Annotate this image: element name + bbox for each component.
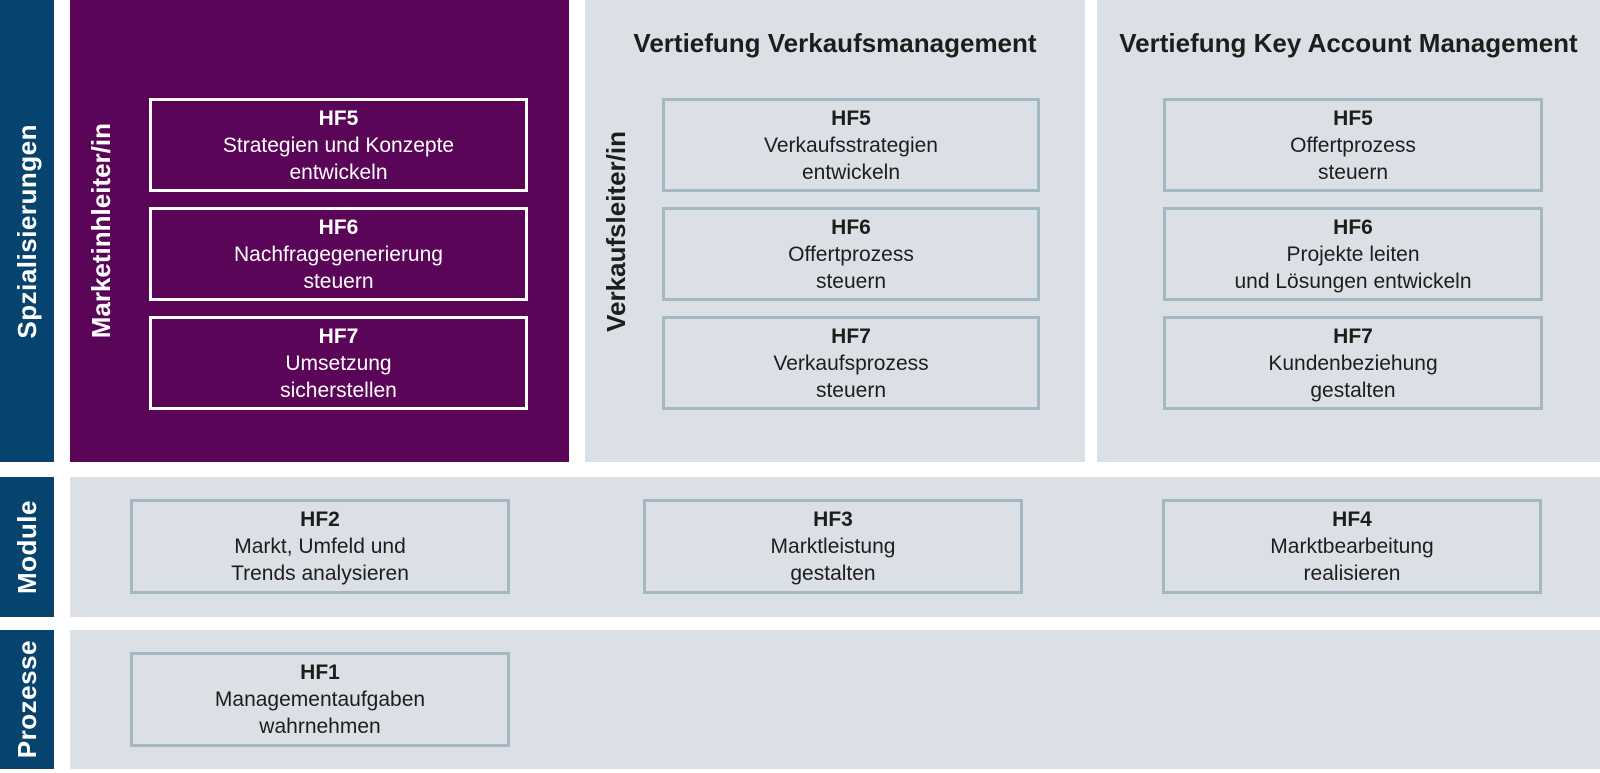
hf-text-line: Markt, Umfeld und (234, 535, 406, 558)
hf-box-hf2: HF2 Markt, Umfeld und Trends analysieren (130, 499, 510, 594)
panel-kam-specialization: Vertiefung Key Account Management HF5 Of… (1097, 0, 1600, 462)
hf-text-line: Managementaufgaben (214, 688, 426, 711)
hf-box-sales-hf5: HF5 Verkaufsstrategien entwickeln (662, 98, 1040, 192)
hf-code: HF4 (1332, 508, 1372, 531)
hf-text-line: sicherstellen (280, 378, 397, 402)
hf-code: HF5 (1333, 106, 1373, 130)
panel-sales-title: Vertiefung Verkaufsmanagement (633, 28, 1037, 58)
hf-text-line: Offertprozess (1290, 133, 1416, 157)
panel-modules-row: HF2 Markt, Umfeld und Trends analysieren… (70, 477, 1600, 617)
role-label-marketingleiter: Marketinhleiter/in (85, 123, 116, 339)
panel-marketing-specialization: Marketinhleiter/in HF5 Strategien und Ko… (70, 0, 569, 462)
hf-box-hf1: HF1 Managementaufgaben wahrnehmen (130, 652, 510, 747)
rail-modules-label: Module (11, 500, 42, 594)
panel-sales-specialization: Vertiefung Verkaufsmanagement Verkaufsle… (585, 0, 1085, 462)
rail-processes-label: Prozesse (11, 640, 42, 759)
hf-code: HF3 (813, 508, 853, 531)
hf-box-sales-hf6: HF6 Offertprozess steuern (662, 207, 1040, 301)
hf-text-line: steuern (815, 269, 887, 293)
hf-text-line: Marktbearbeitung (1270, 535, 1434, 558)
rail-modules: Module (0, 477, 54, 617)
hf-text-line: Projekte leiten (1286, 242, 1420, 266)
hf-text-line: entwickeln (289, 160, 388, 184)
hf-box-kam-hf5: HF5 Offertprozess steuern (1163, 98, 1543, 192)
role-rail-sales: Verkaufsleiter/in (595, 0, 637, 462)
hf-box-hf4: HF4 Marktbearbeitung realisieren (1162, 499, 1542, 594)
role-label-verkaufsleiter: Verkaufsleiter/in (600, 130, 631, 332)
hf-box-hf3: HF3 Marktleistung gestalten (643, 499, 1023, 594)
hf-box-sales-hf7: HF7 Verkaufsprozess steuern (662, 316, 1040, 410)
hf-text-line: steuern (1317, 160, 1389, 184)
hf-code: HF7 (318, 324, 359, 348)
hf-text-line: Trends analysieren (231, 562, 409, 585)
hf-text-line: steuern (303, 269, 374, 293)
hf-text-line: und Lösungen entwickeln (1234, 269, 1472, 293)
hf-text-line: gestalten (790, 562, 876, 585)
hf-box-marketing-hf5: HF5 Strategien und Konzepte entwickeln (149, 98, 528, 192)
hf-text-line: Marktleistung (770, 535, 896, 558)
hf-box-kam-hf7: HF7 Kundenbeziehung gestalten (1163, 316, 1543, 410)
hf-code: HF7 (831, 324, 871, 348)
role-rail-marketing: Marketinhleiter/in (80, 0, 122, 462)
hf-code: HF2 (300, 508, 340, 531)
hf-text-line: gestalten (1310, 378, 1396, 402)
hf-text-line: wahrnehmen (259, 715, 381, 738)
hf-text-line: steuern (815, 378, 887, 402)
hf-code: HF6 (1333, 215, 1373, 239)
hf-box-marketing-hf6: HF6 Nachfragegenerierung steuern (149, 207, 528, 301)
hf-text-line: realisieren (1303, 562, 1401, 585)
hf-text-line: entwickeln (801, 160, 901, 184)
hf-text-line: Nachfragegenerierung (234, 242, 443, 266)
hf-code: HF6 (318, 215, 359, 239)
rail-specializations-label: Spzialisierungen (11, 123, 42, 339)
hf-text-line: Offertprozess (788, 242, 914, 266)
hf-text-line: Strategien und Konzepte (222, 133, 455, 157)
hf-code: HF5 (318, 106, 359, 130)
panel-processes-row: HF1 Managementaufgaben wahrnehmen (70, 630, 1600, 769)
hf-code: HF1 (300, 661, 340, 684)
hf-text-line: Kundenbeziehung (1268, 351, 1438, 375)
hf-text-line: Verkaufsstrategien (764, 133, 938, 157)
panel-kam-title: Vertiefung Key Account Management (1119, 28, 1578, 58)
hf-code: HF5 (831, 106, 871, 130)
hf-code: HF7 (1333, 324, 1373, 348)
rail-specializations: Spzialisierungen (0, 0, 54, 462)
hf-text-line: Verkaufsprozess (773, 351, 929, 375)
hf-text-line: Umsetzung (285, 351, 392, 375)
rail-processes: Prozesse (0, 630, 54, 769)
hf-box-marketing-hf7: HF7 Umsetzung sicherstellen (149, 316, 528, 410)
hf-box-kam-hf6: HF6 Projekte leiten und Lösungen entwick… (1163, 207, 1543, 301)
hf-code: HF6 (831, 215, 871, 239)
